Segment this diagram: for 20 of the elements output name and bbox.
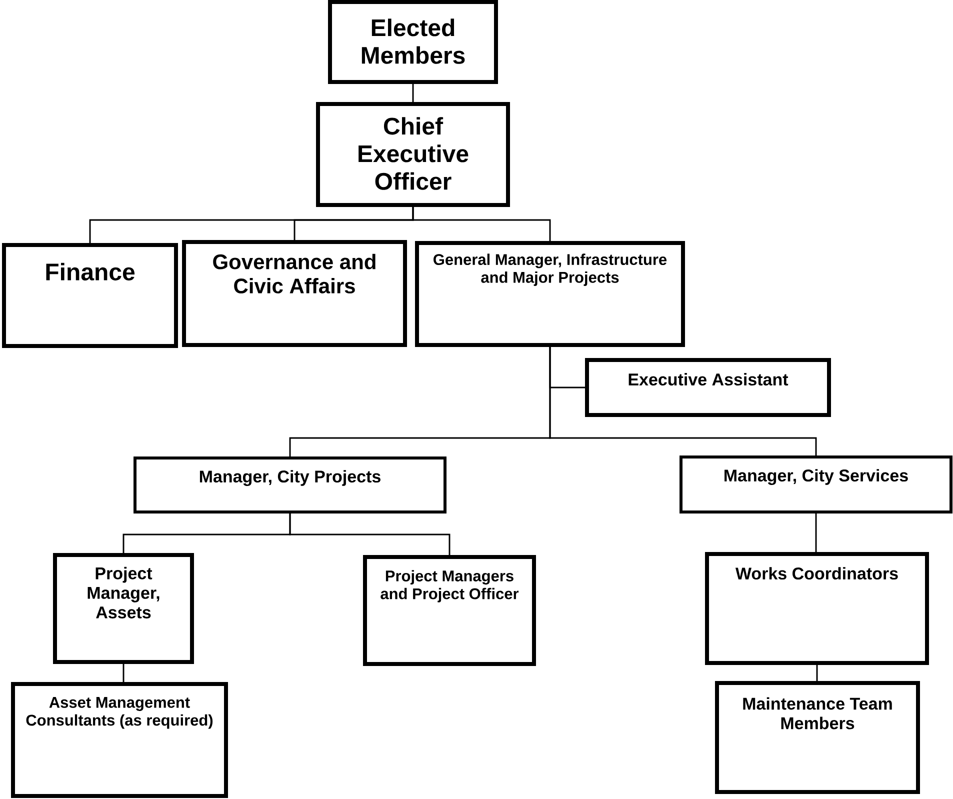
connector-line <box>289 514 450 555</box>
org-box: Maintenance Team Members <box>715 681 920 794</box>
connector-line <box>816 665 818 681</box>
org-box: Project Manager, Assets <box>53 553 194 664</box>
org-box: Elected Members <box>328 0 498 84</box>
connector-line <box>815 514 817 552</box>
org-box: Project Managers and Project Officer <box>363 555 536 666</box>
org-box: Chief Executive Officer <box>316 102 510 207</box>
connector-line <box>412 207 551 241</box>
org-box: Governance and Civic Affairs <box>182 240 408 347</box>
org-box: Finance <box>2 243 178 348</box>
org-box: Works Coordinators <box>705 552 929 665</box>
org-box: Manager, City Projects <box>134 456 446 514</box>
connector-line <box>412 84 414 102</box>
connector-line <box>549 347 817 456</box>
org-box: Asset Management Consultants (as required) <box>11 682 228 798</box>
org-box: Executive Assistant <box>585 358 831 417</box>
connector-line <box>122 664 124 682</box>
org-box: General Manager, Infrastructure and Major Projects <box>415 241 685 347</box>
org-box: Manager, City Services <box>680 456 952 514</box>
